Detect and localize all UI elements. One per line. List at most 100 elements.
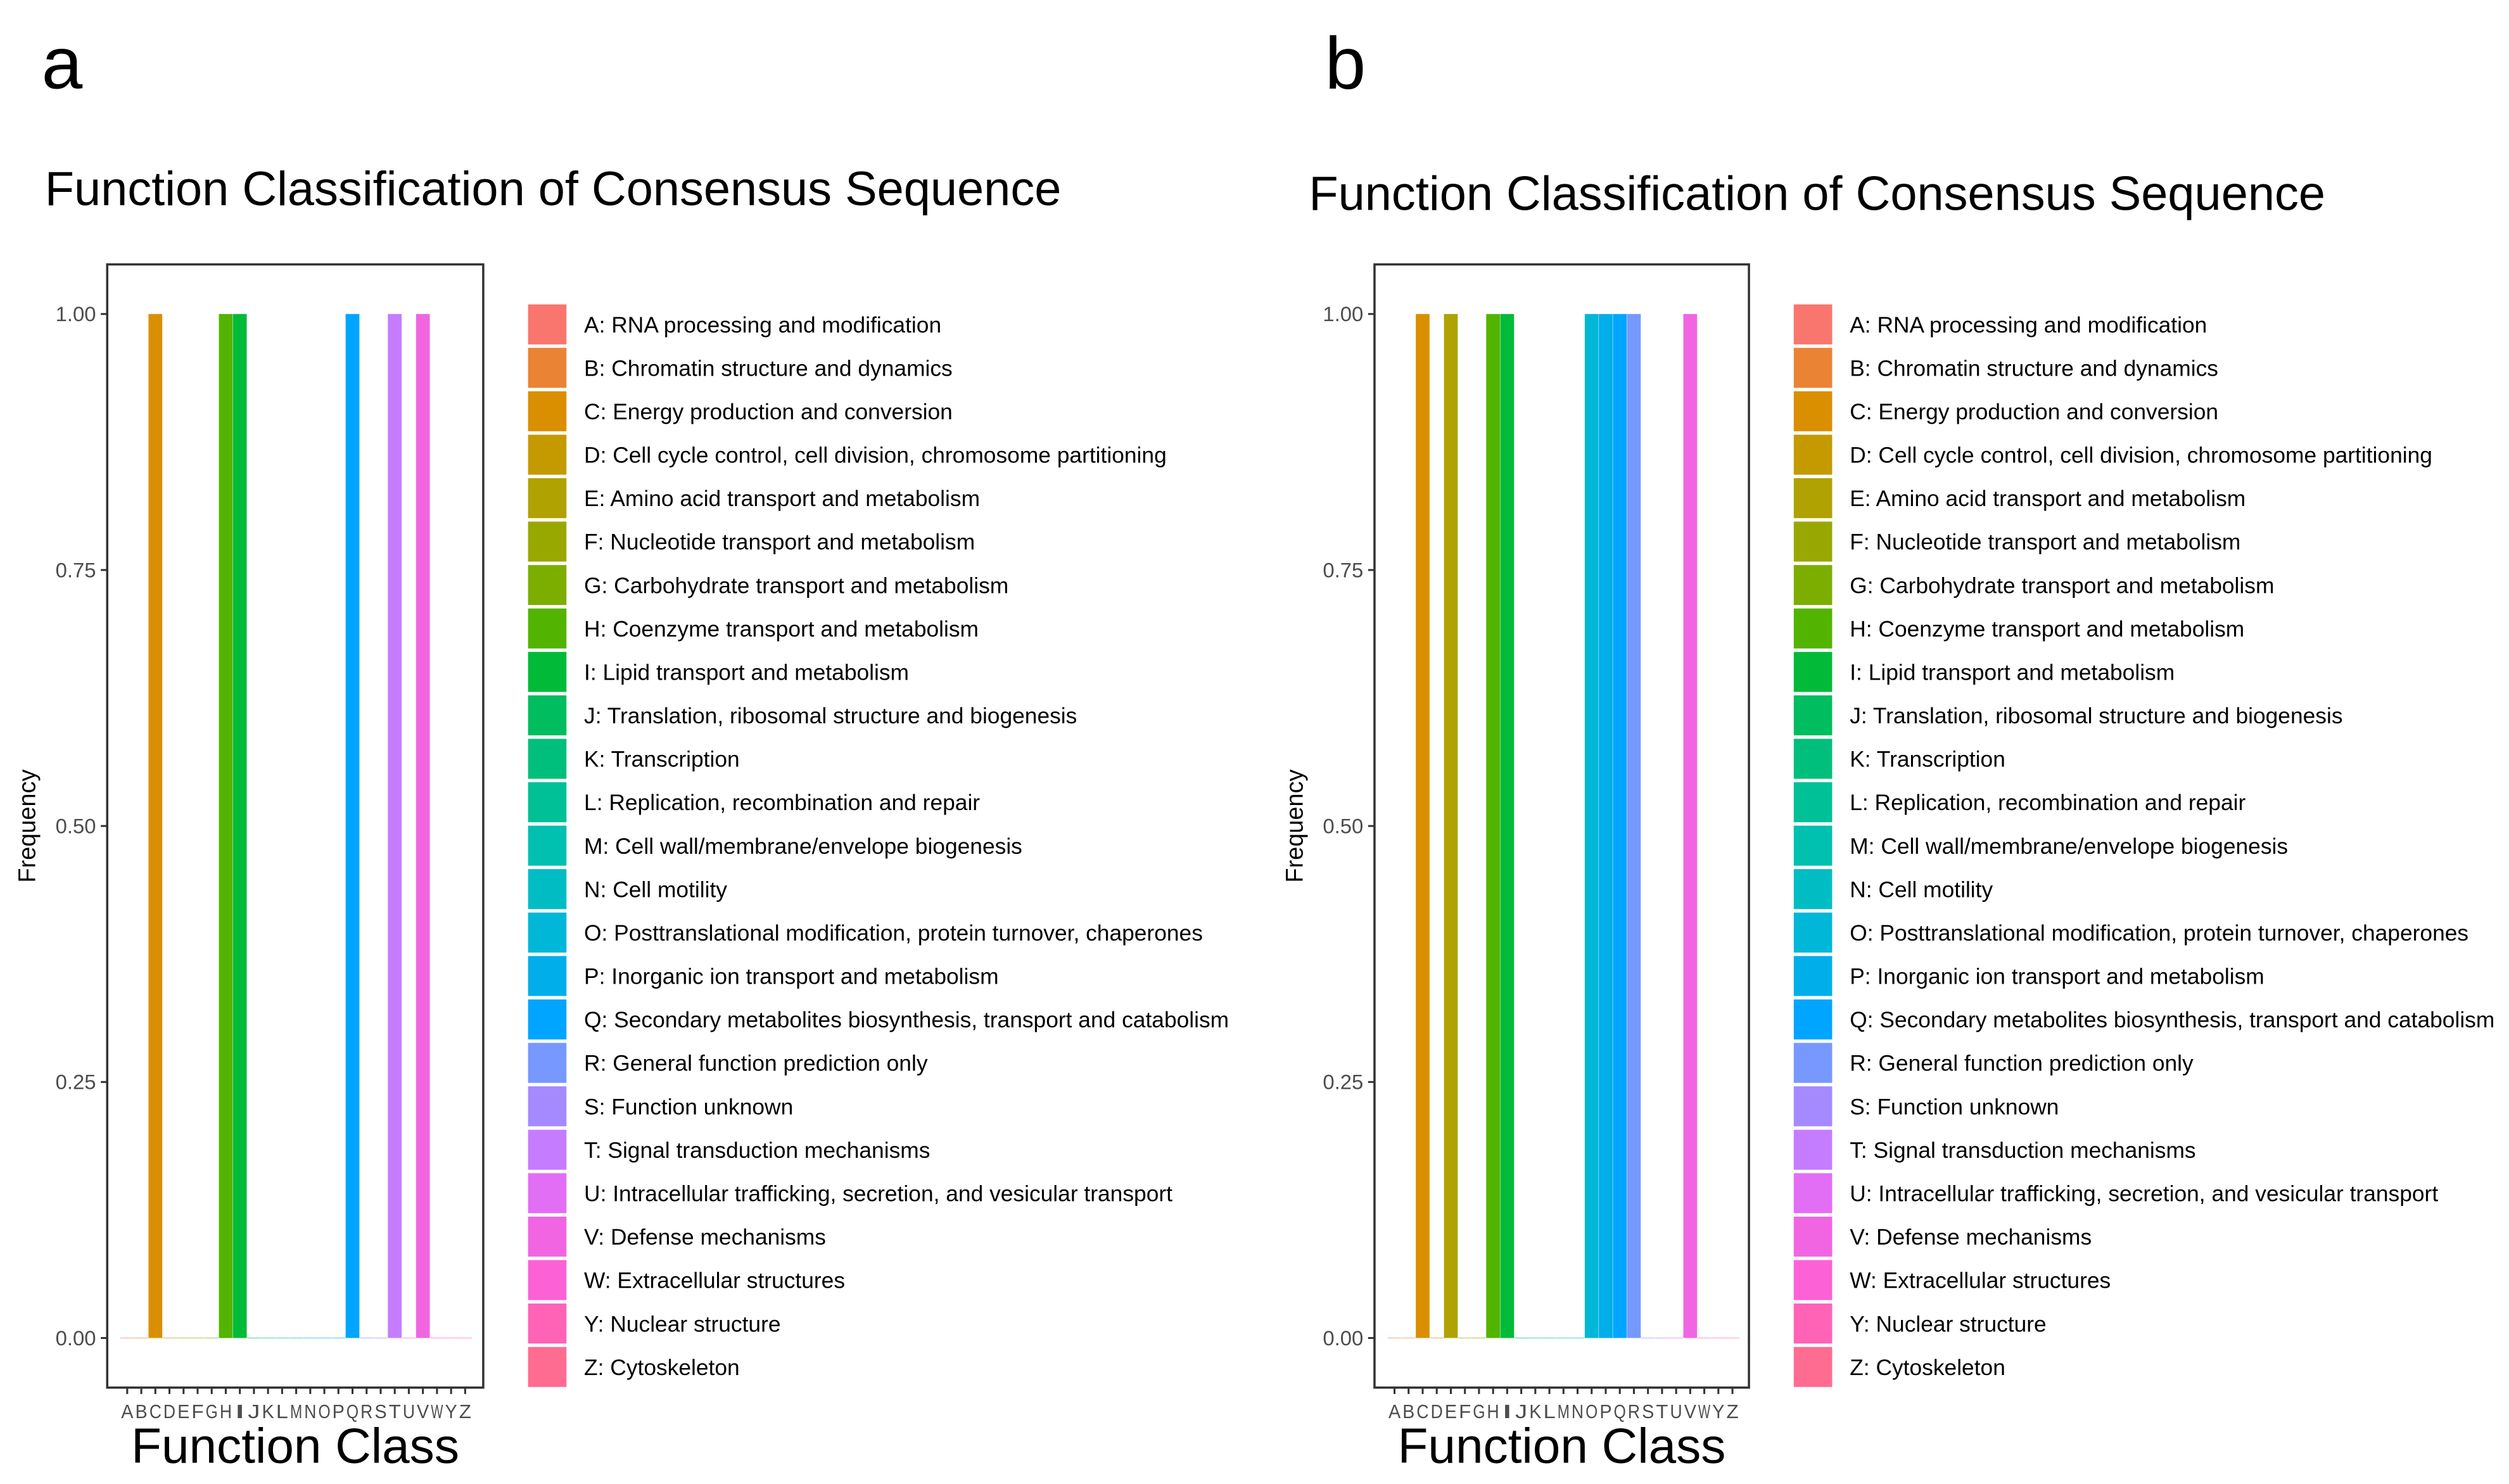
x-tick-label-M: M	[290, 1402, 302, 1423]
legend-swatch	[528, 391, 567, 431]
y-axis-title: Frequency	[1281, 770, 1308, 883]
x-tick-label-T: T	[1656, 1402, 1668, 1423]
x-tick-label-S: S	[1642, 1402, 1654, 1423]
legend-swatch	[1793, 1173, 1833, 1214]
legend-swatch	[1793, 695, 1833, 736]
legend-label: D: Cell cycle control, cell division, ch…	[1850, 443, 2432, 468]
legend-label: H: Coenzyme transport and metabolism	[1850, 617, 2244, 642]
legend-label: P: Inorganic ion transport and metabolis…	[1850, 965, 2264, 989]
legend-label: Q: Secondary metabolites biosynthesis, t…	[584, 1008, 1229, 1032]
x-tick-label-O: O	[1585, 1402, 1598, 1423]
x-tick-label-C: C	[1416, 1402, 1428, 1423]
bar-I	[1500, 314, 1515, 1338]
x-axis-title: Function Class	[131, 1418, 459, 1474]
x-tick-label-W: W	[431, 1402, 443, 1423]
bar-R	[1627, 314, 1641, 1338]
legend-label: M: Cell wall/membrane/envelope biogenesi…	[584, 834, 1022, 859]
legend-swatch	[528, 782, 567, 823]
y-tick-label: 0.25	[56, 1070, 96, 1094]
x-tick-label-T: T	[389, 1402, 401, 1423]
x-tick-label-D: D	[1431, 1402, 1443, 1423]
y-tick-label: 0.50	[1323, 814, 1363, 837]
legend: A: RNA processing and modification B: Chr…	[528, 304, 1229, 1387]
legend-label: J: Translation, ribosomal structure and …	[584, 704, 1077, 728]
bar-H	[219, 314, 233, 1338]
legend-label: A: RNA processing and modification	[584, 313, 941, 338]
legend-label: N: Cell motility	[584, 877, 727, 902]
legend-label: A: RNA processing and modification	[1850, 313, 2207, 338]
x-tick-label-Z: Z	[1726, 1402, 1738, 1423]
legend-label: Y: Nuclear structure	[584, 1312, 781, 1336]
bar-H	[1486, 314, 1501, 1338]
x-tick-label-A: A	[121, 1402, 134, 1423]
x-tick-label-K: K	[262, 1402, 274, 1423]
legend-swatch	[1793, 565, 1833, 606]
y-tick-label: 0.50	[56, 814, 96, 837]
legend-swatch	[1793, 1260, 1833, 1300]
x-tick-label-D: D	[163, 1402, 175, 1423]
legend-swatch	[1793, 1043, 1833, 1083]
legend-swatch	[528, 1173, 567, 1214]
x-tick-label-S: S	[374, 1402, 386, 1423]
legend-label: C: Energy production and conversion	[1850, 400, 2218, 424]
x-tick-label-F: F	[1459, 1402, 1471, 1423]
legend-swatch	[1793, 478, 1833, 519]
bar-T	[388, 314, 402, 1338]
x-tick-label-E: E	[1445, 1402, 1457, 1423]
x-tick-label-U: U	[403, 1402, 415, 1423]
legend-label: S: Function unknown	[1850, 1094, 2059, 1119]
legend-swatch	[1793, 869, 1833, 910]
bar-E	[1444, 314, 1458, 1338]
x-tick-label-A: A	[1388, 1402, 1401, 1423]
bar-Q	[345, 314, 360, 1338]
legend-label: B: Chromatin structure and dynamics	[1850, 356, 2218, 381]
legend-label: V: Defense mechanisms	[1850, 1225, 2092, 1250]
legend-swatch	[1793, 348, 1833, 388]
x-tick-label-R: R	[1628, 1402, 1640, 1423]
x-tick-label-P: P	[333, 1402, 345, 1423]
legend-swatch	[528, 608, 567, 649]
legend-label: L: Replication, recombination and repair	[584, 790, 980, 815]
legend-label: B: Chromatin structure and dynamics	[584, 356, 953, 381]
bar-I	[232, 314, 247, 1338]
legend-label: O: Posttranslational modification, prote…	[584, 921, 1203, 946]
legend-label: F: Nucleotide transport and metabolism	[584, 530, 975, 555]
legend-label: H: Coenzyme transport and metabolism	[584, 617, 979, 642]
y-tick-label: 0.75	[56, 558, 96, 581]
legend-swatch	[1793, 825, 1833, 866]
legend-label: E: Amino acid transport and metabolism	[1850, 486, 2245, 511]
legend-label: K: Transcription	[584, 747, 740, 772]
bar-C	[148, 314, 163, 1338]
bar-O	[1584, 314, 1599, 1338]
x-tick-label-Q: Q	[1614, 1402, 1626, 1423]
x-tick-label-J: J	[248, 1402, 260, 1423]
legend-swatch	[1793, 652, 1833, 692]
legend-swatch	[1793, 434, 1833, 475]
legend-label: I: Lipid transport and metabolism	[584, 660, 909, 685]
legend-label: S: Function unknown	[584, 1094, 793, 1119]
x-tick-label-U: U	[1670, 1402, 1682, 1423]
legend-label: F: Nucleotide transport and metabolism	[1850, 530, 2240, 555]
legend-swatch	[528, 1303, 567, 1344]
x-tick-label-B: B	[135, 1402, 147, 1423]
legend-swatch	[528, 999, 567, 1040]
bar-Q	[1613, 314, 1627, 1338]
legend-label: W: Extracellular structures	[1850, 1269, 2111, 1293]
x-tick-label-C: C	[149, 1402, 162, 1423]
x-tick-label-P: P	[1599, 1402, 1611, 1423]
x-tick-label-J: J	[1515, 1402, 1527, 1423]
x-tick-label-E: E	[177, 1402, 189, 1423]
legend-swatch	[1793, 999, 1833, 1040]
x-tick-label-Q: Q	[346, 1402, 359, 1423]
bar-V	[416, 314, 430, 1338]
legend-swatch	[528, 304, 567, 345]
legend-swatch	[528, 1260, 567, 1300]
legend-label: W: Extracellular structures	[584, 1269, 845, 1293]
x-tick-label-H: H	[220, 1402, 232, 1423]
y-tick-label: 0.00	[56, 1326, 96, 1350]
legend-label: U: Intracellular trafficking, secretion,…	[584, 1182, 1172, 1207]
legend-swatch	[528, 869, 567, 910]
x-tick-label-R: R	[360, 1402, 372, 1423]
